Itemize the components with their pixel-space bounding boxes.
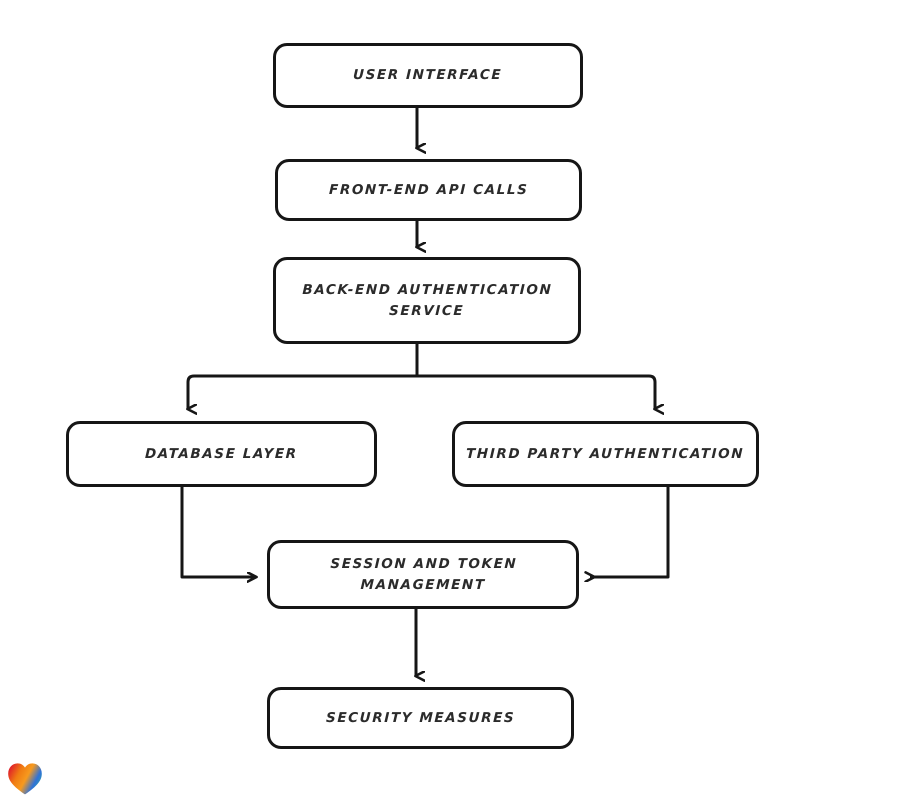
- edge-backend-bus-right: [416, 374, 655, 409]
- node-backend-authentication-service-label: Back-End Authentication Service: [302, 281, 553, 319]
- node-database-layer[interactable]: Database Layer: [66, 421, 377, 487]
- node-user-interface-label: User Interface: [353, 67, 503, 84]
- node-user-interface[interactable]: User Interface: [273, 43, 583, 108]
- edge-backend-bus-left: [188, 374, 418, 409]
- edge-thirdparty-to-session: [590, 487, 670, 577]
- node-security-measures-label: Security Measures: [325, 709, 516, 726]
- node-third-party-authentication-label: Third Party Authentication: [466, 445, 745, 462]
- node-session-and-token-management-label: Session and Token Management: [329, 555, 518, 593]
- node-security-measures[interactable]: Security Measures: [267, 687, 574, 749]
- node-third-party-authentication[interactable]: Third Party Authentication: [452, 421, 759, 487]
- edge-database-to-session: [180, 487, 256, 577]
- node-database-layer-label: Database Layer: [144, 445, 299, 462]
- node-backend-authentication-service[interactable]: Back-End Authentication Service: [273, 257, 581, 344]
- node-frontend-api-calls-label: Front-End API Calls: [328, 181, 529, 198]
- node-frontend-api-calls[interactable]: Front-End API Calls: [275, 159, 582, 221]
- node-session-and-token-management[interactable]: Session and Token Management: [267, 540, 579, 609]
- heart-icon: [8, 763, 42, 795]
